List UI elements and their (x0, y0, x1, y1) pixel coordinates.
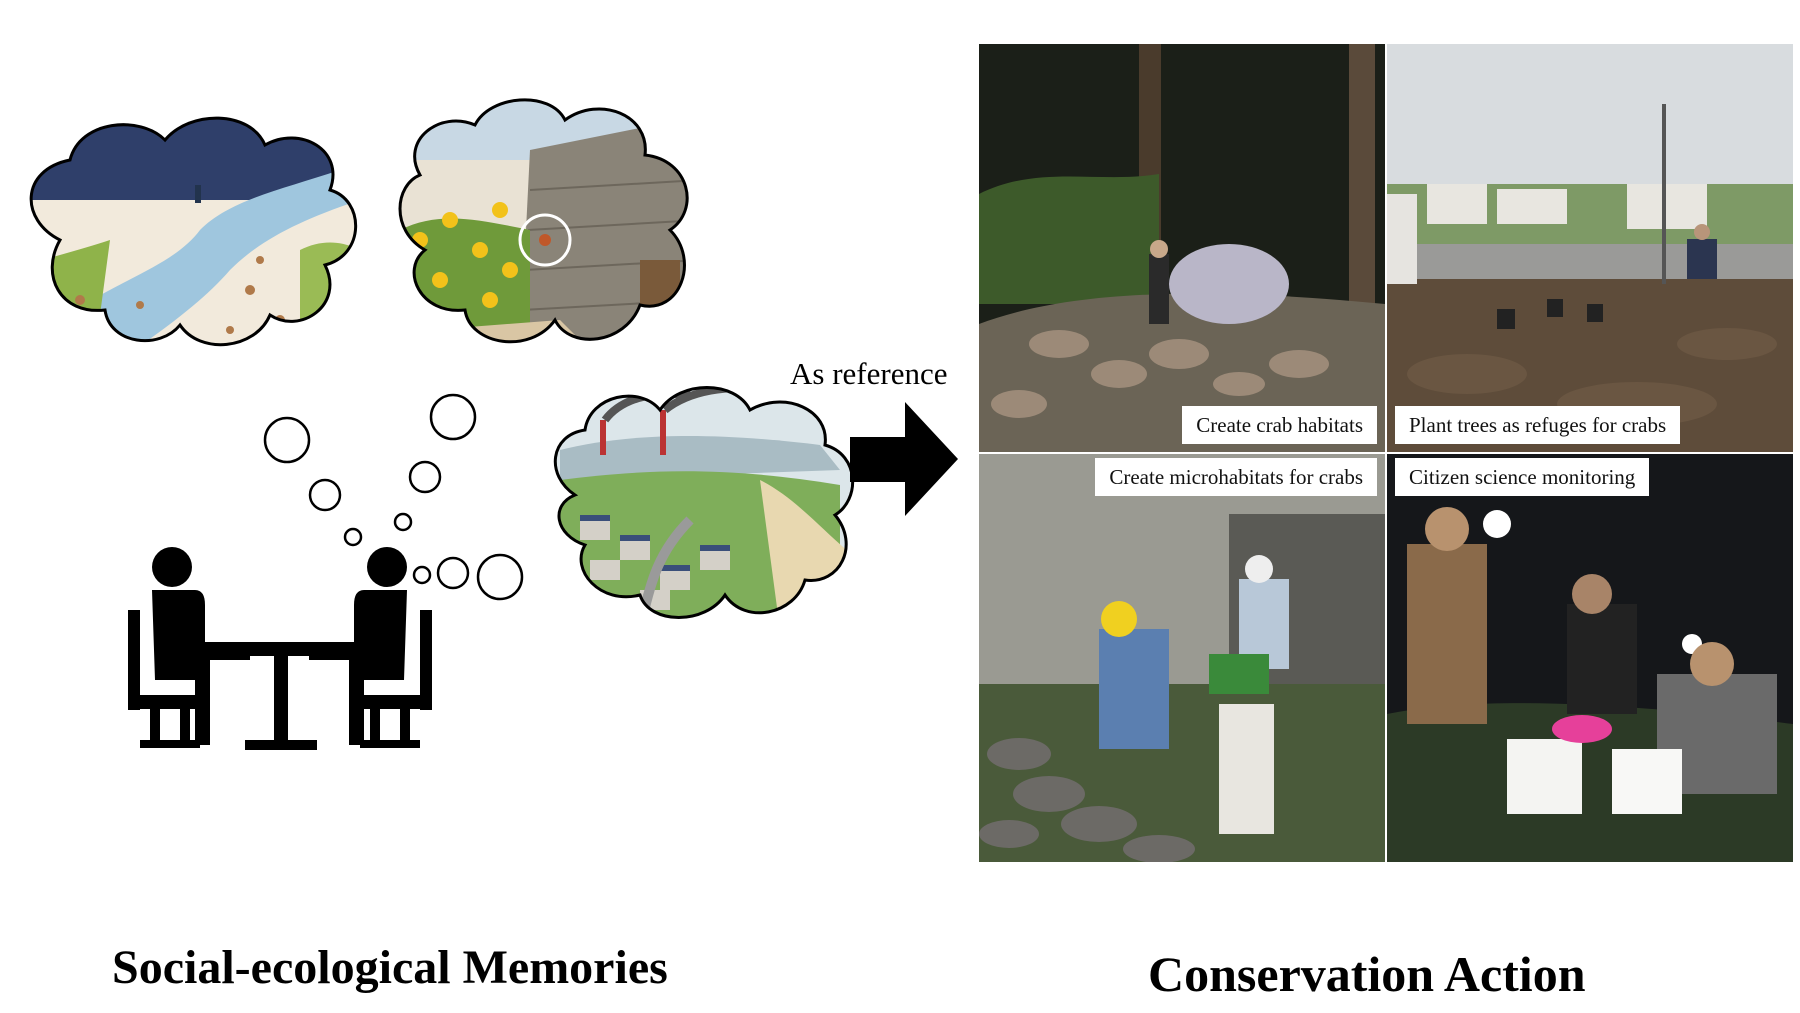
memory-town-landscape (555, 387, 853, 618)
right-title: Conservation Action (1148, 946, 1586, 1002)
arrow-label: As reference (790, 356, 948, 391)
photo-caption: Plant trees as refuges for crabs (1395, 406, 1681, 444)
photo-create-microhabitats: Create microhabitats for crabs (979, 454, 1385, 862)
thought-bubble-icon (398, 98, 689, 344)
photo-caption: Create microhabitats for crabs (1095, 458, 1377, 496)
left-title: Social-ecological Memories (112, 941, 668, 994)
thought-bubble-icon (553, 386, 855, 619)
right-arrow-icon (850, 402, 958, 516)
people-meeting-icon (128, 547, 432, 750)
conservation-photo-grid: Create crab habitats Plant (979, 44, 1795, 862)
memories-illustration (29, 98, 855, 750)
thought-bubble-icon (29, 116, 358, 347)
photo-citizen-science: Citizen science monitoring (1387, 454, 1793, 862)
photo-caption: Citizen science monitoring (1395, 458, 1650, 496)
thought-trail-circles (263, 393, 524, 601)
photo-create-crab-habitats: Create crab habitats (979, 44, 1385, 452)
photo-plant-trees: Plant trees as refuges for crabs (1387, 44, 1793, 452)
photo-caption: Create crab habitats (1182, 406, 1377, 444)
